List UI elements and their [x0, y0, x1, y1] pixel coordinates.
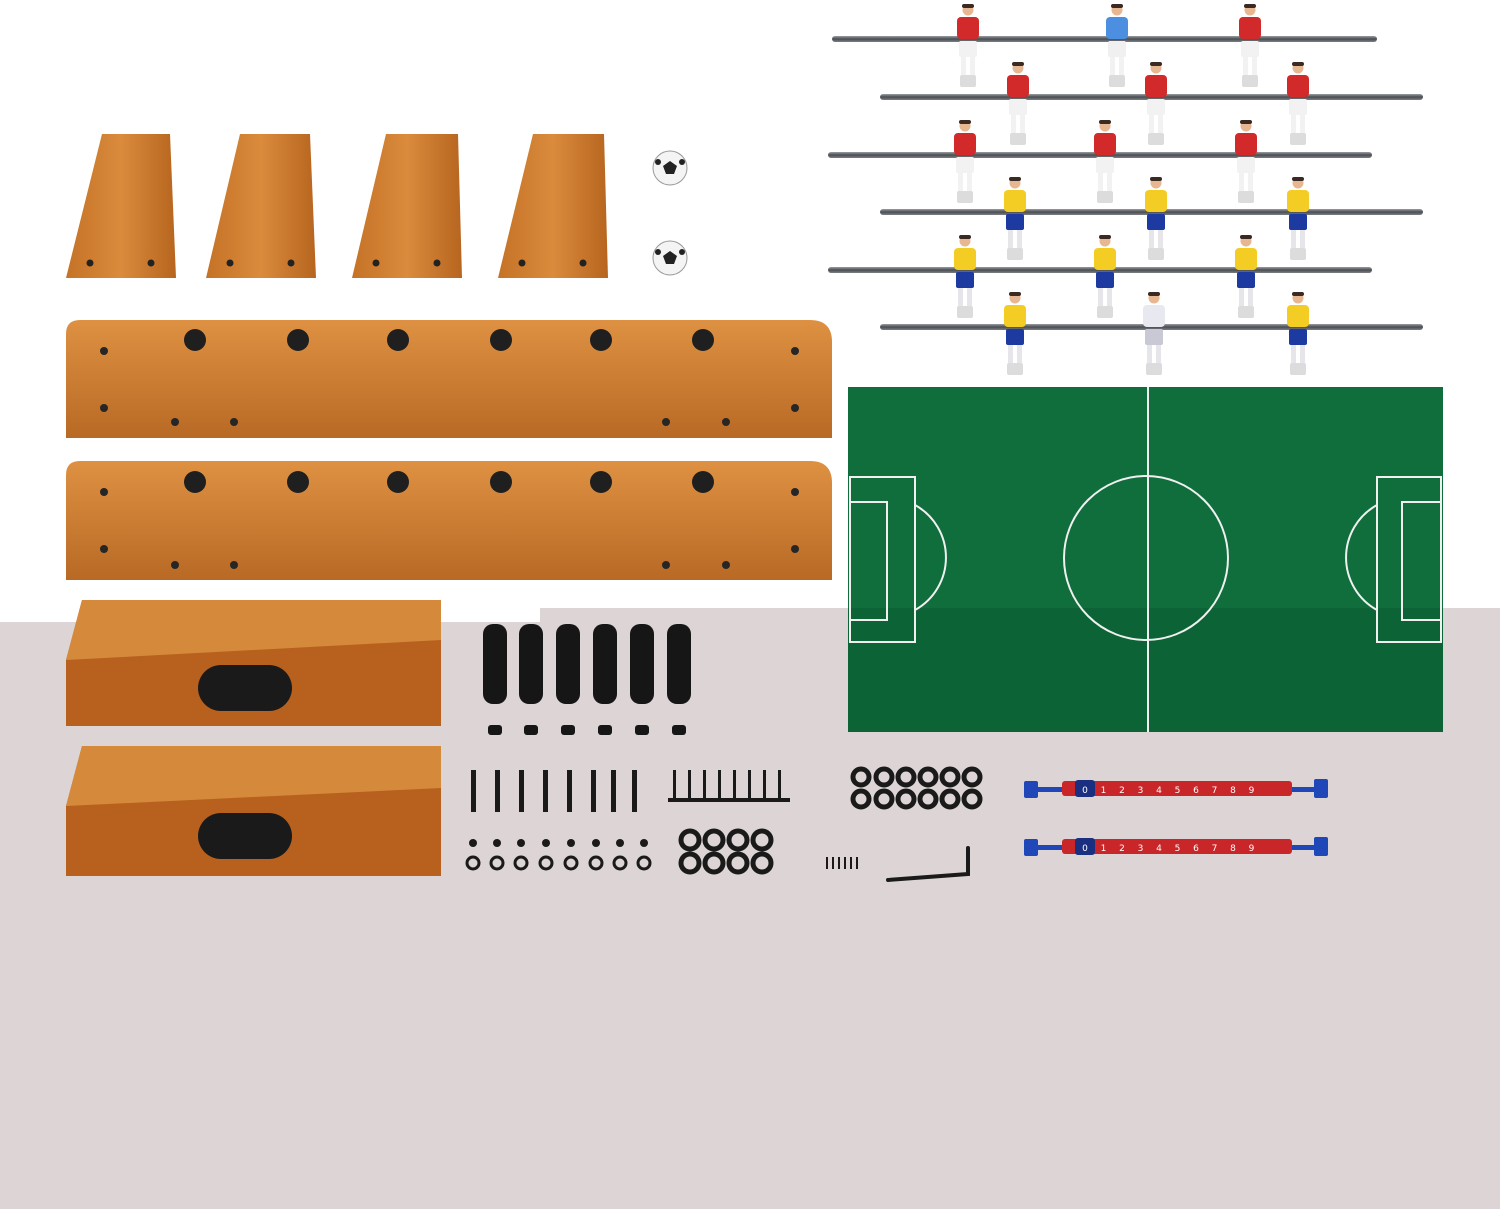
player-figure: [1143, 292, 1165, 375]
handle-4: [593, 624, 617, 735]
player-figure: [1007, 62, 1029, 145]
allen-key: [886, 846, 970, 882]
bolts: [471, 770, 637, 812]
small-nuts: [469, 839, 648, 847]
score-counters: 0 1 2 3 4 5 6 7 8 9 0 1 2 3 4 5 6 7 8 9: [1024, 779, 1328, 856]
player-figure: [1287, 292, 1309, 375]
end-goal-boxes: [66, 600, 441, 876]
player-figure: [1094, 120, 1116, 203]
score-digit: 2: [1119, 786, 1125, 796]
score-digit: 9: [1249, 786, 1255, 796]
leg-piece-3: [352, 134, 462, 278]
player-rod-3: [828, 120, 1372, 203]
score-digit: 8: [1230, 844, 1236, 854]
score-digit: 1: [1101, 786, 1107, 796]
handle-5: [630, 624, 654, 735]
leg-piece-4: [498, 134, 608, 278]
leg-piece-2: [206, 134, 316, 278]
player-figure: [1145, 177, 1167, 260]
rod-washers: [850, 766, 983, 810]
side-rail-1: [66, 320, 832, 438]
score-digit: 1: [1101, 844, 1107, 854]
score-counter-1: 0 1 2 3 4 5 6 7 8 9: [1024, 779, 1328, 798]
leg-pieces: [66, 134, 608, 278]
large-washers: [678, 828, 774, 875]
player-figure: [1287, 62, 1309, 145]
score-digit: 2: [1119, 844, 1125, 854]
score-digit: 7: [1212, 844, 1218, 854]
player-rods: [828, 4, 1423, 375]
score-digit: 6: [1193, 844, 1199, 854]
score-digit: 0: [1082, 844, 1088, 854]
player-rod-6: [880, 292, 1423, 375]
balls: [652, 150, 688, 276]
player-figure: [1235, 235, 1257, 318]
score-digit: 3: [1138, 844, 1144, 854]
player-figure: [1094, 235, 1116, 318]
score-digit: 8: [1230, 786, 1236, 796]
player-figure: [1287, 177, 1309, 260]
small-washers: [465, 855, 652, 871]
playing-field: [848, 387, 1443, 732]
player-figure: [1239, 4, 1261, 87]
player-rod-1: [832, 4, 1377, 87]
handle-1: [483, 624, 507, 735]
score-digit: 0: [1082, 786, 1088, 796]
ball-2: [652, 240, 688, 276]
handle-3: [556, 624, 580, 735]
score-digit: 5: [1175, 844, 1181, 854]
score-digit: 9: [1249, 844, 1255, 854]
handle-6: [667, 624, 691, 735]
player-figure: [1004, 177, 1026, 260]
handles: [483, 624, 691, 735]
score-digit: 4: [1156, 844, 1162, 854]
score-digit: 7: [1212, 786, 1218, 796]
goal-box-2: [66, 746, 441, 876]
side-rail-2: [66, 461, 832, 580]
score-counter-2: 0 1 2 3 4 5 6 7 8 9: [1024, 837, 1328, 856]
handle-2: [519, 624, 543, 735]
screws: [668, 770, 790, 802]
score-digit: 6: [1193, 786, 1199, 796]
player-figure: [957, 4, 979, 87]
score-digit: 3: [1138, 786, 1144, 796]
player-figure: [954, 120, 976, 203]
tiny-screws: [826, 857, 858, 869]
player-rod-4: [880, 177, 1423, 260]
leg-piece-1: [66, 134, 176, 278]
score-digit: 4: [1156, 786, 1162, 796]
ball-1: [652, 150, 688, 186]
player-figure: [1145, 62, 1167, 145]
side-rails: [66, 320, 832, 580]
goal-box-1: [66, 600, 441, 726]
player-rod-5: [828, 235, 1372, 318]
score-digit: 5: [1175, 786, 1181, 796]
player-figure: [1235, 120, 1257, 203]
player-figure: [954, 235, 976, 318]
player-figure: [1004, 292, 1026, 375]
player-figure: [1106, 4, 1128, 87]
player-rod-2: [880, 62, 1423, 145]
